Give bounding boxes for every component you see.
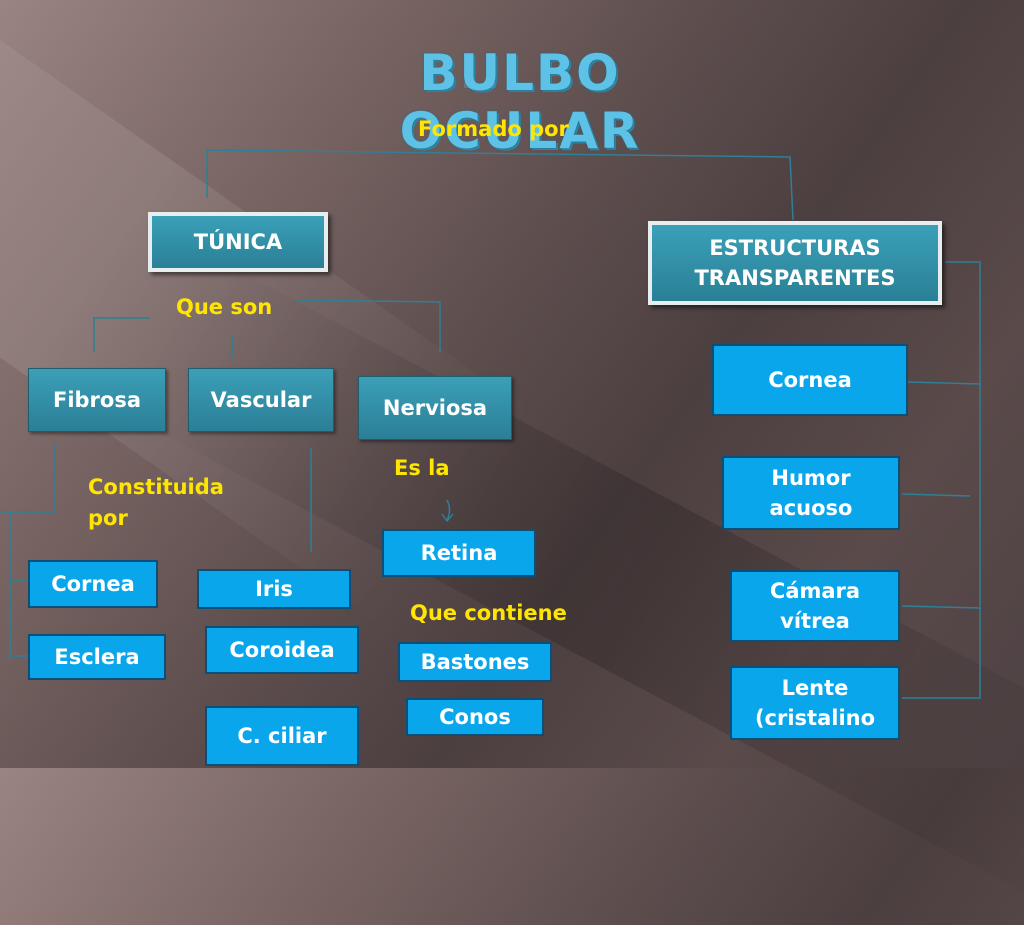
connector-formado-por [206, 149, 794, 221]
connector-humor [901, 493, 971, 497]
node-c-ciliar: C. ciliar [205, 706, 359, 766]
node-fibrosa: Fibrosa [28, 368, 166, 432]
label-es-la: Es la [394, 456, 450, 480]
node-coroidea: Coroidea [205, 626, 359, 674]
label-que-son: Que son [176, 295, 273, 319]
node-retina: Retina [382, 529, 536, 577]
page-title: BULBO OCULAR [399, 44, 641, 160]
node-humor-acuoso: Humor acuoso [722, 456, 900, 530]
node-vascular: Vascular [188, 368, 334, 432]
node-lente-cristalino: Lente (cristalino [730, 666, 900, 740]
node-bastones: Bastones [398, 642, 552, 682]
label-constituida-por: Constituida por [88, 475, 224, 530]
node-tunica: TÚNICA [148, 212, 328, 272]
node-estructuras-transparentes: ESTRUCTURAS TRANSPARENTES [648, 221, 942, 305]
connector-retina-arrow [441, 499, 454, 523]
connector-camara [901, 605, 981, 609]
node-conos: Conos [406, 698, 544, 736]
connector-lines [0, 149, 981, 699]
node-camara-vitrea: Cámara vítrea [730, 570, 900, 642]
connector-que-son-left [93, 317, 150, 352]
label-formado-por: Formado por [418, 117, 569, 141]
connector-fibrosa [0, 443, 56, 513]
node-esclera: Esclera [28, 634, 166, 680]
node-cornea-fibrosa: Cornea [28, 560, 158, 608]
label-que-contiene: Que contiene [410, 601, 567, 625]
node-iris: Iris [197, 569, 351, 609]
title-reflection: BULBO OCULAR [300, 82, 740, 92]
connector-cornea-right [907, 381, 981, 385]
connector-que-son-right [295, 299, 441, 352]
node-nerviosa: Nerviosa [358, 376, 512, 440]
connector-estructuras-right [902, 261, 981, 699]
node-cornea-transparente: Cornea [712, 344, 908, 416]
